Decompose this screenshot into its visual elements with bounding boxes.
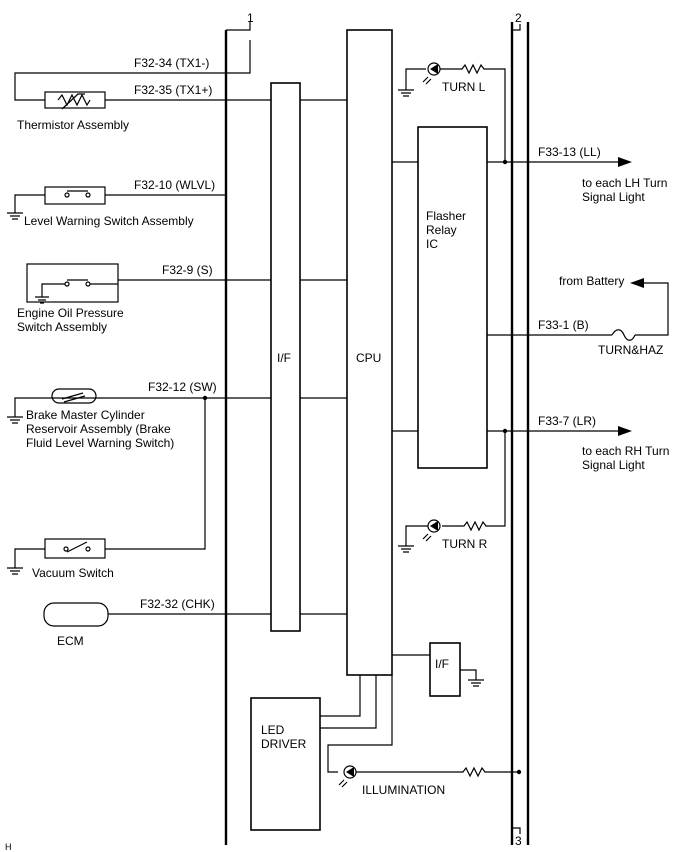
pin-ll: F33-13 (LL) xyxy=(538,145,601,159)
brake-reservoir-label: Brake Master Cylinder Reservoir Assembly… xyxy=(26,408,174,450)
pin-sw: F32-12 (SW) xyxy=(148,380,217,394)
flasher-label-line3: IC xyxy=(426,237,438,251)
illumination-label: ILLUMINATION xyxy=(362,783,445,797)
battery-label: from Battery xyxy=(559,274,624,288)
pin-b: F33-1 (B) xyxy=(538,318,589,332)
flasher-relay-ic-block xyxy=(417,126,488,469)
oil-switch-label-line2: Switch Assembly xyxy=(17,320,107,334)
pin-tx1-minus: F32-34 (TX1-) xyxy=(134,56,209,70)
if-main-label: I/F xyxy=(277,351,291,365)
bus-label-2: 2 xyxy=(515,11,522,25)
cpu-block xyxy=(346,29,393,676)
if-main-block xyxy=(270,82,301,632)
bus-label-1: 1 xyxy=(247,11,254,25)
led-driver-label-line2: DRIVER xyxy=(261,737,307,751)
cpu-label: CPU xyxy=(356,351,381,365)
led-driver-block xyxy=(250,697,321,831)
pin-lr: F33-7 (LR) xyxy=(538,414,596,428)
turn-l-label: TURN L xyxy=(442,80,486,94)
brake-switch-wiring xyxy=(7,395,347,550)
thermistor-symbol xyxy=(44,91,106,110)
meter-boundary-right xyxy=(510,22,530,845)
pin-s: F32-9 (S) xyxy=(162,263,213,277)
if-small-label: I/F xyxy=(435,657,449,671)
oil-switch-symbol xyxy=(26,263,119,304)
rh-destination-label: to each RH Turn Signal Light xyxy=(582,444,673,472)
cpu-led-driver-wiring xyxy=(320,675,393,773)
vacuum-switch-label: Vacuum Switch xyxy=(32,566,114,580)
illumination-circuit xyxy=(338,765,522,788)
fuse-label: TURN&HAZ xyxy=(598,343,663,357)
corner-label: H xyxy=(5,842,12,852)
ecm-label: ECM xyxy=(57,634,84,648)
tx-wiring xyxy=(14,40,347,101)
turn-r-indicator-circuit xyxy=(398,431,506,553)
bus-label-3: 3 xyxy=(515,834,522,848)
pin-wlvl: F32-10 (WLVL) xyxy=(134,178,215,192)
level-switch-wiring xyxy=(7,194,226,220)
lh-destination-label: to each LH Turn Signal Light xyxy=(582,176,671,204)
flasher-label-line1: Flasher xyxy=(426,209,466,223)
level-switch-symbol xyxy=(44,186,106,205)
meter-boundary-left xyxy=(224,22,251,845)
brake-float-switch-symbol xyxy=(51,388,97,404)
fuse-symbol xyxy=(611,329,636,341)
led-driver-label-line1: LED xyxy=(261,723,285,737)
brake-reservoir-label-line3: Fluid Level Warning Switch) xyxy=(26,436,174,450)
brake-reservoir-label-line2: Reservoir Assembly (Brake xyxy=(26,422,171,436)
brake-reservoir-label-line1: Brake Master Cylinder xyxy=(26,408,145,422)
pin-tx1-plus: F32-35 (TX1+) xyxy=(134,83,212,97)
thermistor-label: Thermistor Assembly xyxy=(17,118,129,132)
ecm-symbol xyxy=(43,602,109,627)
lh-destination-line2: Signal Light xyxy=(582,190,645,204)
vacuum-switch-wiring xyxy=(7,548,45,575)
turn-r-label: TURN R xyxy=(442,537,488,551)
flasher-label-line2: Relay xyxy=(426,223,457,237)
rh-destination-line1: to each RH Turn xyxy=(582,444,669,458)
vacuum-switch-symbol xyxy=(44,538,106,559)
level-switch-label: Level Warning Switch Assembly xyxy=(24,214,194,228)
oil-switch-label-line1: Engine Oil Pressure xyxy=(17,306,124,320)
battery-wiring xyxy=(487,278,669,336)
if-small-block xyxy=(429,642,461,697)
led-driver-label: LED DRIVER xyxy=(261,723,307,751)
lh-destination-line1: to each LH Turn xyxy=(582,176,667,190)
oil-switch-label: Engine Oil Pressure Switch Assembly xyxy=(17,306,127,334)
flasher-label: Flasher Relay IC xyxy=(426,209,469,251)
pin-chk: F32-32 (CHK) xyxy=(140,597,215,611)
ll-output-wiring xyxy=(487,157,632,167)
rh-destination-line2: Signal Light xyxy=(582,458,645,472)
if-small-wiring xyxy=(392,654,484,687)
turn-l-indicator-circuit xyxy=(398,62,506,162)
